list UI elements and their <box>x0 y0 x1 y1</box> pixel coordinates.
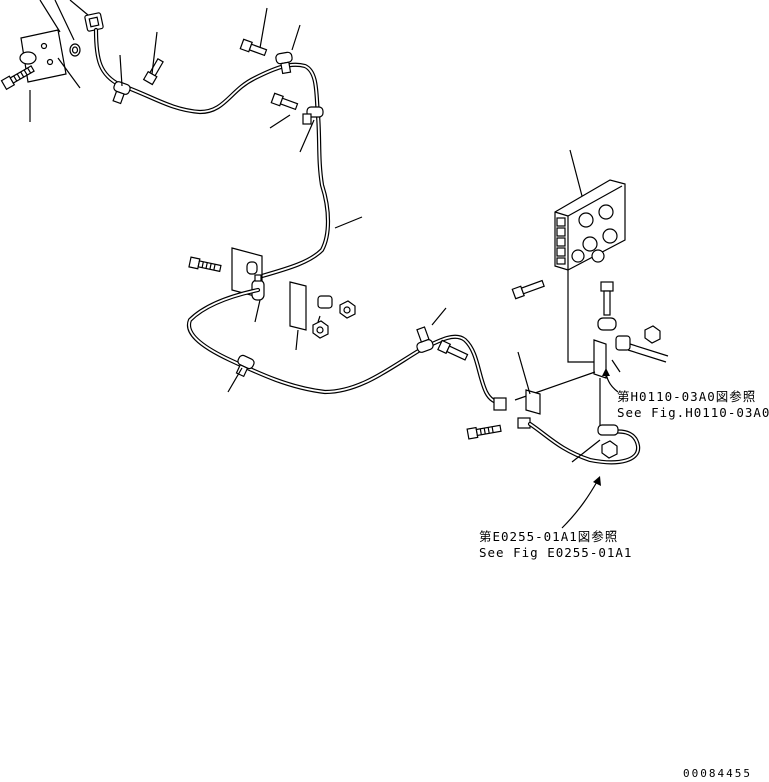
bolt <box>466 424 502 440</box>
spacer <box>317 295 333 309</box>
bolt <box>270 92 299 111</box>
nut <box>312 320 329 339</box>
clamp <box>416 326 434 353</box>
support-plate <box>289 281 307 331</box>
clamp <box>597 317 617 331</box>
o-ring <box>69 43 81 57</box>
bolt <box>511 279 545 300</box>
connector-end <box>493 397 507 411</box>
small-bracket <box>525 389 541 415</box>
reference-fig-e0255-jp: 第E0255-01A1図参照 <box>479 529 619 544</box>
drawing-number: 00084455 <box>683 767 752 780</box>
bolt <box>239 38 268 57</box>
bolt <box>142 58 164 86</box>
bolt <box>0 65 35 91</box>
lower-bracket-assembly <box>466 351 641 465</box>
nut <box>601 440 618 459</box>
connector-plate-assembly <box>0 0 104 122</box>
grommet <box>19 51 37 65</box>
clamp <box>112 81 131 105</box>
reference-fig-h0110-jp: 第H0110-03A0図参照 <box>617 389 757 404</box>
middle-bracket-assembly <box>188 247 356 351</box>
bolt <box>437 339 469 361</box>
reference-fig-e0255-en: See Fig E0255-01A1 <box>479 545 633 560</box>
bracket <box>593 339 607 379</box>
fuse-box-assembly <box>511 149 669 430</box>
clamp <box>597 424 619 436</box>
nut <box>644 325 661 344</box>
connector <box>615 335 631 351</box>
reference-fig-h0110-en: See Fig.H0110-03A0 <box>617 405 769 420</box>
clamp <box>302 106 324 125</box>
clamp <box>275 51 293 75</box>
clamp <box>246 261 258 275</box>
nut <box>339 300 356 319</box>
lower-harness <box>186 287 507 411</box>
reference-arrow-e0255 <box>561 476 601 529</box>
clamp <box>235 354 255 378</box>
fuse-holes <box>571 204 618 263</box>
bolt <box>188 256 222 273</box>
reference-arrow-h0110 <box>602 368 619 393</box>
upper-harness <box>93 7 363 279</box>
connector <box>84 12 104 32</box>
bolt <box>600 281 614 316</box>
terminal-strip <box>556 217 566 265</box>
